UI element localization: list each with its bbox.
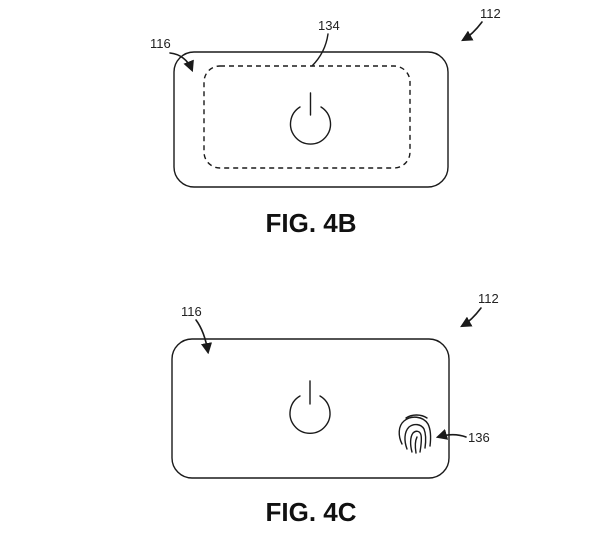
leader-112-4b (461, 21, 483, 42)
label-134: 134 (318, 18, 340, 33)
label-112-4c: 112 (478, 291, 499, 306)
power-icon (289, 92, 332, 145)
leader-112-4c (460, 307, 482, 328)
device-body-4b (173, 51, 449, 188)
leader-116-4c (195, 319, 213, 355)
touch-region-134 (203, 65, 411, 169)
figure-4c: 112 116 136 FIG. 4C (171, 291, 499, 527)
leader-136 (435, 429, 467, 440)
device-body-4c (171, 338, 450, 479)
figure-4b: 112 116 134 FIG. 4B (150, 6, 501, 238)
label-116-4b: 116 (150, 36, 171, 51)
label-112-4b: 112 (480, 6, 501, 21)
power-icon (289, 380, 331, 434)
caption-fig-4c: FIG. 4C (265, 497, 356, 527)
caption-fig-4b: FIG. 4B (265, 208, 356, 238)
label-116-4c: 116 (181, 304, 202, 319)
leader-116-4b (169, 52, 194, 73)
fingerprint-icon (398, 414, 432, 454)
leader-134 (311, 33, 329, 67)
label-136: 136 (468, 430, 490, 445)
